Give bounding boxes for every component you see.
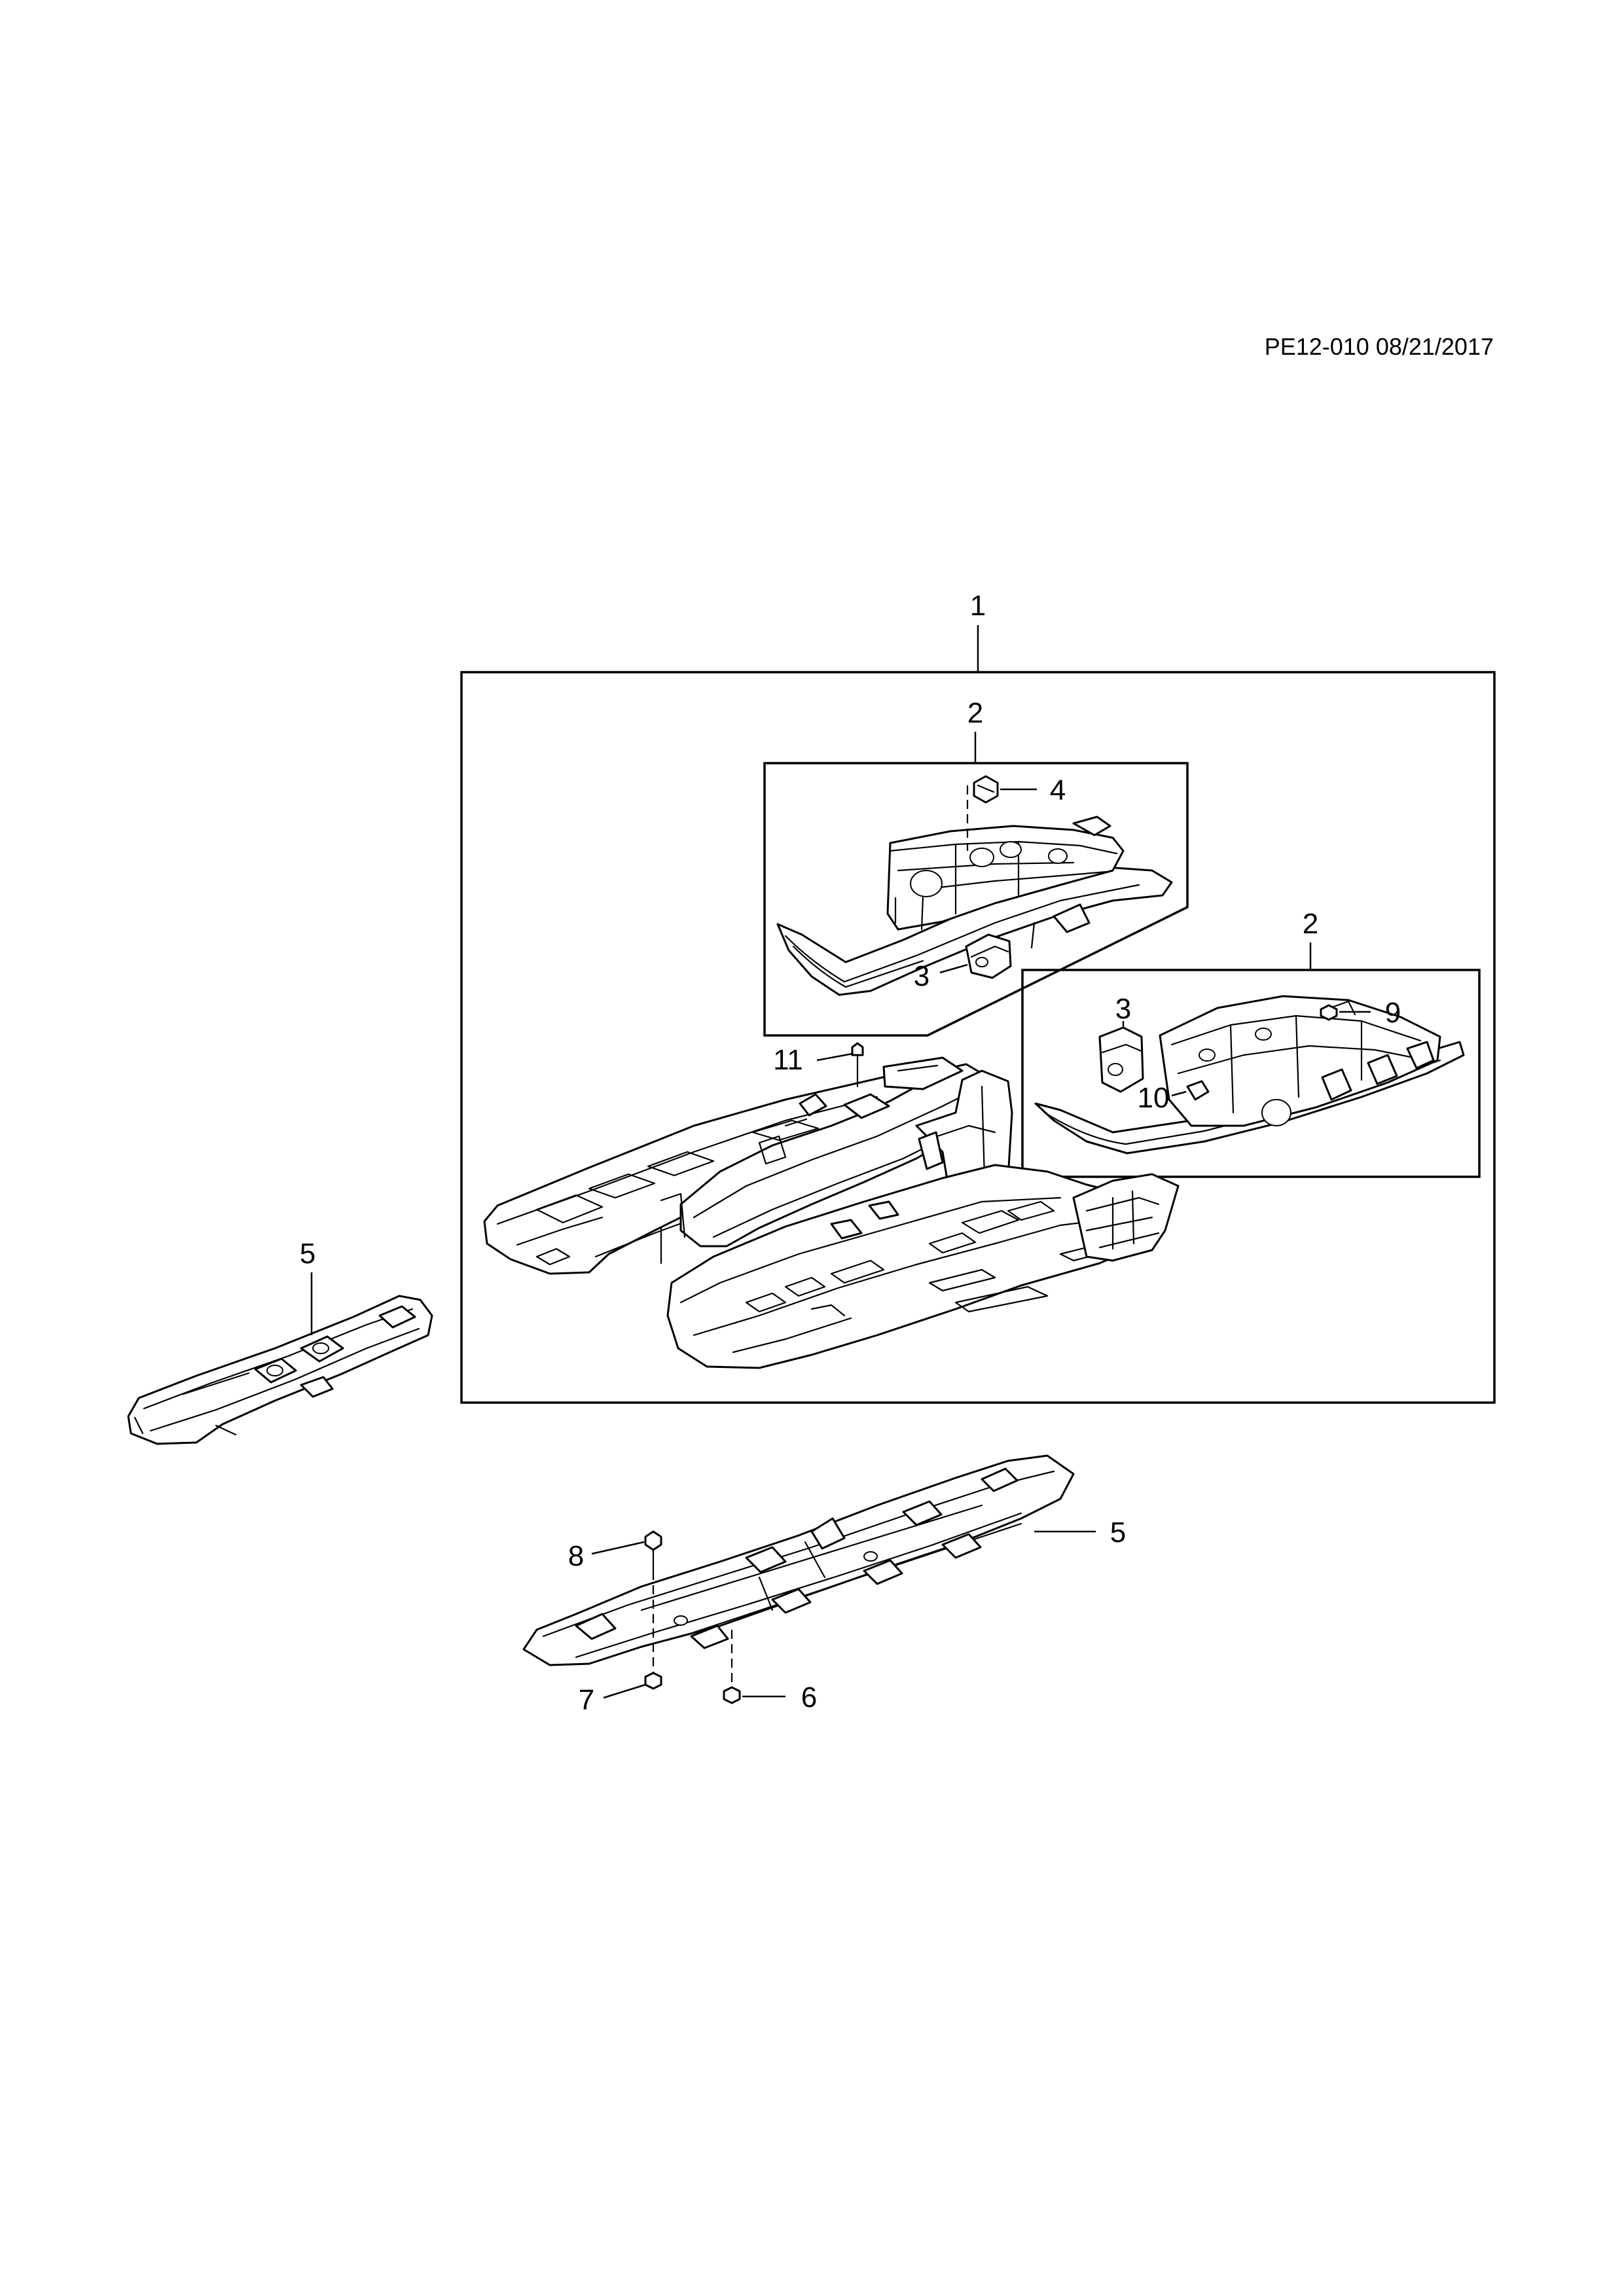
floor-panel-assembly bbox=[483, 1056, 1180, 1369]
bolt-part-11: 11 bbox=[773, 1042, 864, 1088]
assembly-frame-1: 1 bbox=[460, 590, 1496, 1404]
subassembly-frame-2-lower: 2 bbox=[1021, 908, 1481, 1178]
bracket-part-3-upper: 3 bbox=[914, 933, 1012, 992]
subassembly-frame-2-upper: 2 bbox=[763, 697, 1189, 1037]
callout-1: 1 bbox=[970, 590, 986, 622]
callout-3-lower: 3 bbox=[1115, 993, 1131, 1025]
bracket-part-10: 10 bbox=[1138, 1080, 1210, 1114]
callout-4: 4 bbox=[1050, 774, 1066, 806]
callout-7: 7 bbox=[579, 1684, 594, 1716]
callout-5-bottom: 5 bbox=[1110, 1516, 1126, 1549]
callout-11: 11 bbox=[773, 1044, 803, 1076]
clip-part-4: 4 bbox=[966, 774, 1066, 851]
callout-8: 8 bbox=[568, 1540, 584, 1572]
callout-10: 10 bbox=[1138, 1082, 1170, 1114]
callout-2-upper: 2 bbox=[967, 697, 983, 729]
nut-part-7: 7 bbox=[579, 1672, 662, 1716]
bracket-part-3-lower: 3 bbox=[1098, 993, 1144, 1093]
underbody-panel-part-5-bottom: 5 bbox=[522, 1454, 1126, 1666]
nut-part-9: 9 bbox=[1320, 997, 1401, 1029]
front-floor-rail-upper bbox=[776, 816, 1173, 996]
nut-part-6: 6 bbox=[723, 1630, 817, 1713]
callout-6: 6 bbox=[801, 1681, 817, 1713]
underbody-panel-part-5-left: 5 bbox=[127, 1238, 433, 1445]
callout-2-lower: 2 bbox=[1303, 908, 1318, 940]
callout-9: 9 bbox=[1385, 997, 1401, 1029]
diagram-reference: PE12-010 08/21/2017 bbox=[1265, 333, 1494, 360]
callout-3-upper: 3 bbox=[914, 960, 929, 992]
bolt-part-8: 8 bbox=[568, 1530, 662, 1676]
front-floor-rail-lower bbox=[1034, 995, 1465, 1155]
callout-5-left: 5 bbox=[300, 1238, 316, 1270]
